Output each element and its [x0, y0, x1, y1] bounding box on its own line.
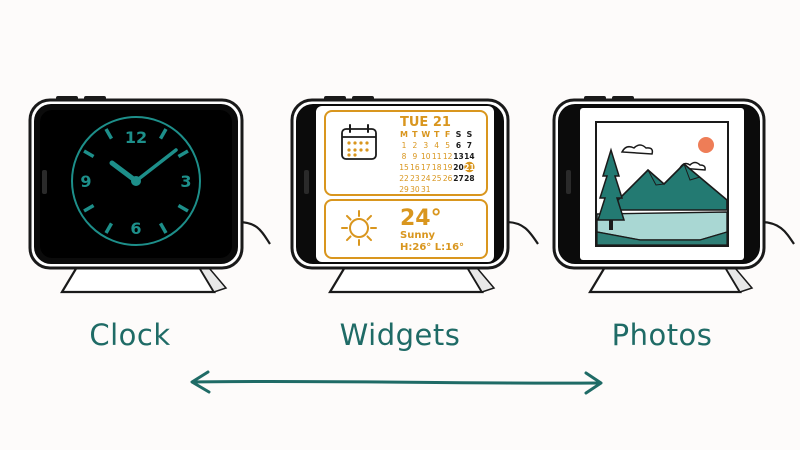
calendar-day[interactable]: 30	[410, 185, 420, 194]
clock-device-camera	[42, 170, 47, 194]
calendar-icon	[341, 124, 377, 160]
calendar-day[interactable]: 7	[467, 141, 472, 150]
clock-tick	[83, 149, 95, 159]
clock-tick	[158, 222, 168, 234]
clock-tick	[83, 203, 95, 213]
double-arrow-icon	[190, 370, 603, 395]
calendar-weekday: F	[445, 130, 450, 139]
calendar-weekday: M	[400, 130, 408, 139]
calendar-day[interactable]: 12	[443, 152, 453, 161]
clock-tick	[104, 222, 114, 234]
widgets-device-camera	[304, 170, 309, 194]
calendar-day[interactable]: 17	[421, 163, 431, 172]
weather-widget-card	[324, 199, 488, 259]
calendar-day[interactable]: 28	[464, 174, 474, 183]
weather-widget: 24° Sunny H:26° L:16°	[324, 199, 488, 259]
clock-tick	[177, 203, 189, 213]
calendar-today-marker	[464, 161, 475, 173]
analog-clock: 12 3 6 9	[71, 116, 201, 246]
clock-numeral-6: 6	[130, 219, 141, 238]
clock-tick	[177, 149, 189, 159]
weather-condition: Sunny	[400, 230, 436, 241]
photo-sun	[698, 137, 714, 153]
calendar-day[interactable]: 14	[464, 152, 474, 161]
clock-tick	[158, 128, 168, 140]
weather-temperature: 24°	[400, 206, 442, 231]
calendar-weekday: W	[421, 130, 430, 139]
widgets-device-cable	[505, 220, 539, 245]
photo-mountains	[613, 162, 728, 211]
calendar-day[interactable]: 27	[453, 174, 463, 183]
calendar-day[interactable]: 9	[413, 152, 418, 161]
clock-face-ring	[71, 116, 201, 246]
clock-ticks	[83, 128, 189, 234]
calendar-day[interactable]: 2	[413, 141, 418, 150]
mountain-lake-landscape	[595, 121, 729, 247]
photos-device-camera	[566, 170, 571, 194]
calendar-day[interactable]: 13	[453, 152, 463, 161]
mode-label-clock[interactable]: Clock	[89, 318, 171, 352]
weather-high-low: H:26° L:16°	[400, 242, 464, 253]
calendar-day[interactable]: 6	[456, 141, 461, 150]
calendar-day[interactable]: 16	[410, 163, 420, 172]
calendar-day[interactable]: 5	[445, 141, 450, 150]
calendar-day[interactable]: 1	[402, 141, 407, 150]
clock-tick	[104, 128, 114, 140]
calendar-day[interactable]: 22	[399, 174, 409, 183]
calendar-day-today[interactable]: 21	[464, 163, 474, 172]
clock-device: 12 3 6 9	[28, 96, 271, 294]
sun-icon	[341, 210, 377, 246]
clock-numeral-3: 3	[180, 172, 191, 191]
calendar-widget-card	[324, 110, 488, 196]
photo-shore	[596, 231, 728, 246]
photo-cloud	[620, 144, 654, 155]
mode-label-photos[interactable]: Photos	[611, 318, 713, 352]
calendar-day[interactable]: 3	[423, 141, 428, 150]
calendar-day[interactable]: 4	[434, 141, 439, 150]
calendar-day[interactable]: 19	[443, 163, 453, 172]
calendar-day[interactable]: 26	[443, 174, 453, 183]
calendar-weekday: S	[456, 130, 462, 139]
calendar-day[interactable]: 20	[453, 163, 463, 172]
clock-numeral-12: 12	[125, 128, 147, 147]
calendar-day[interactable]: 15	[399, 163, 409, 172]
calendar-day[interactable]: 18	[432, 163, 442, 172]
calendar-weekday: T	[412, 130, 418, 139]
calendar-header-date: TUE 21	[400, 115, 451, 130]
calendar-day[interactable]: 8	[402, 152, 407, 161]
mode-label-widgets[interactable]: Widgets	[339, 318, 461, 352]
clock-minute-hand	[134, 148, 178, 183]
photos-device	[552, 96, 795, 294]
clock-numeral-9: 9	[80, 172, 91, 191]
calendar-day[interactable]: 24	[421, 174, 431, 183]
calendar-weekday: S	[467, 130, 473, 139]
calendar-day[interactable]: 11	[432, 152, 442, 161]
calendar-day[interactable]: 25	[432, 174, 442, 183]
calendar-day[interactable]: 23	[410, 174, 420, 183]
calendar-weekday: T	[434, 130, 440, 139]
calendar-day[interactable]: 31	[421, 185, 431, 194]
clock-center-pin	[131, 176, 141, 186]
calendar-day[interactable]: 10	[421, 152, 431, 161]
calendar-day[interactable]: 29	[399, 185, 409, 194]
